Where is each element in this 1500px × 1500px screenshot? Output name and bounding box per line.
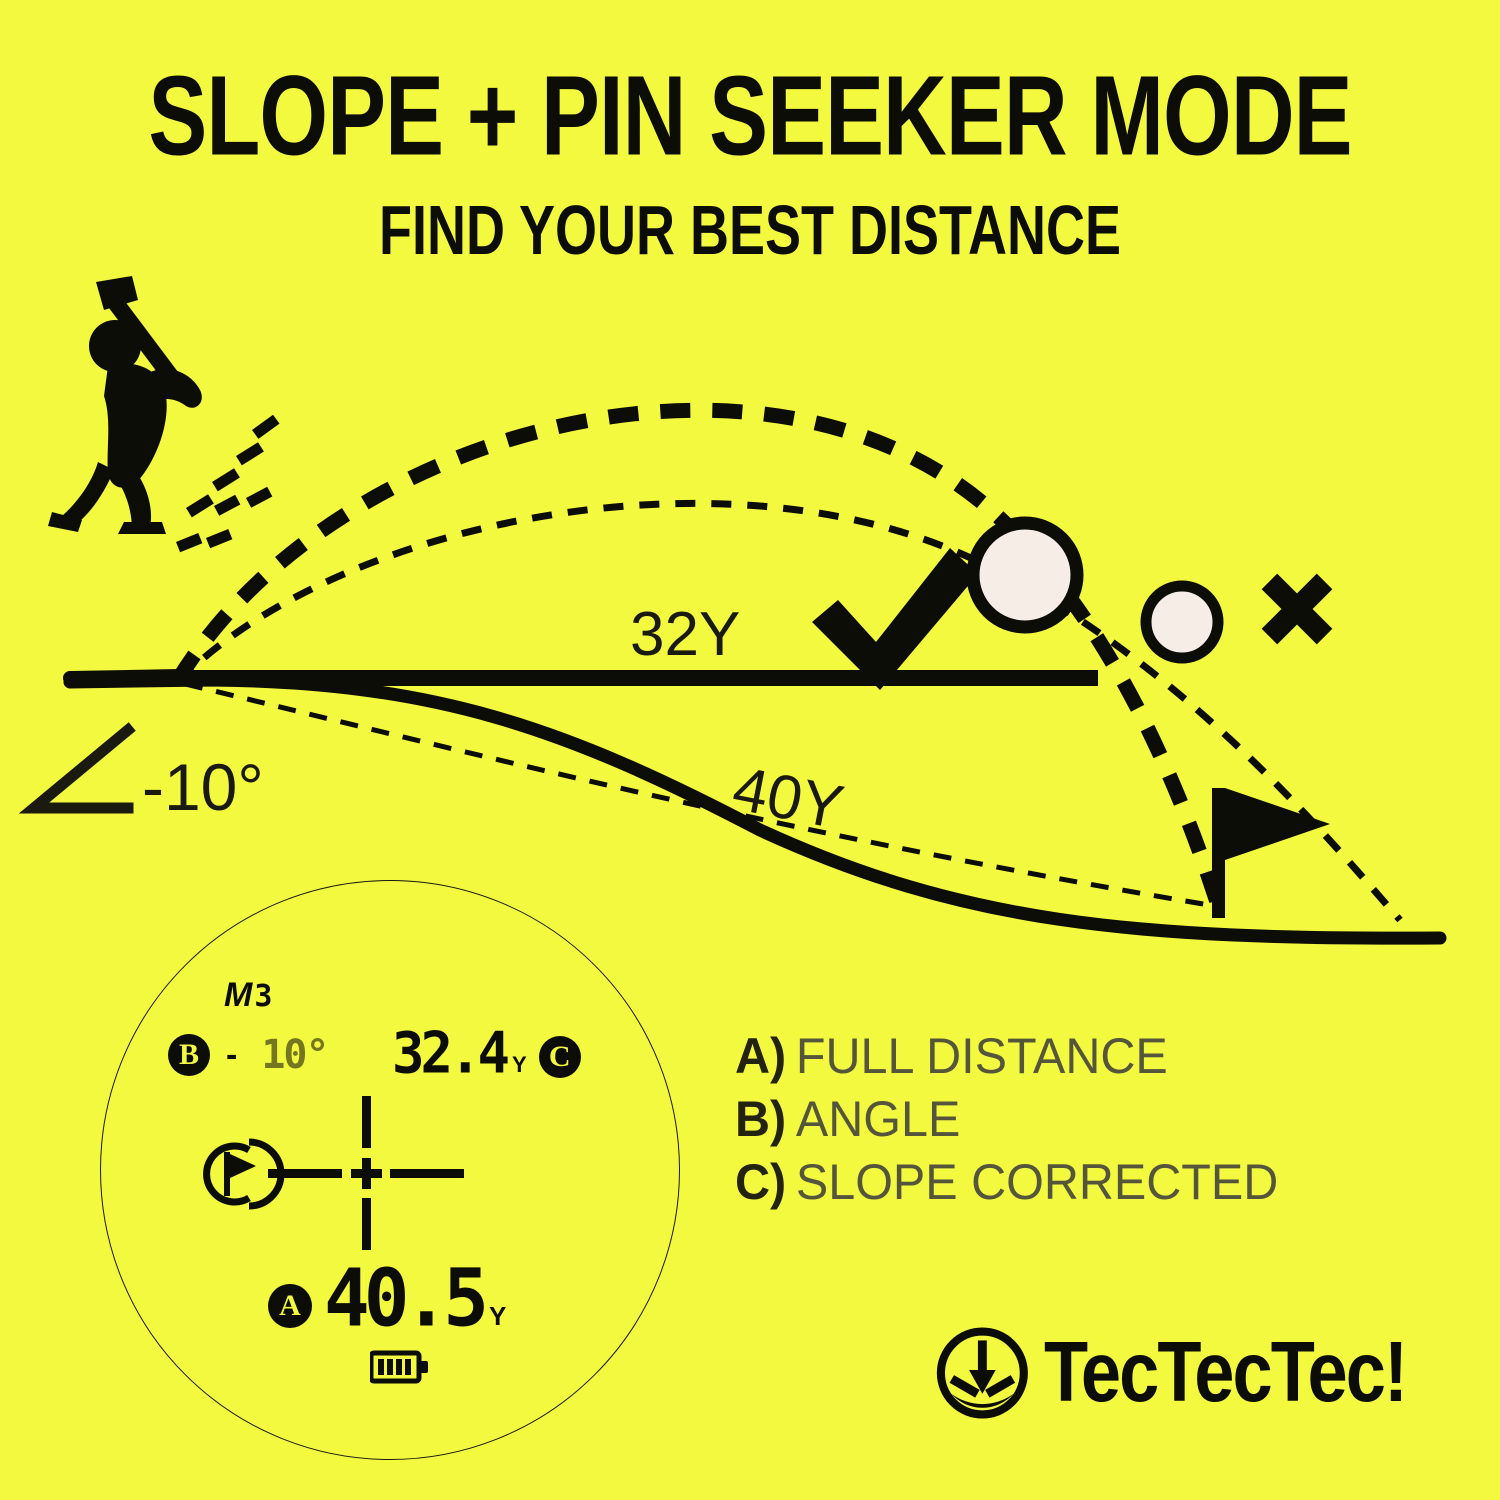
- angle-value: 10°: [261, 1032, 329, 1078]
- legend-text-b: ANGLE: [795, 1091, 961, 1147]
- brand-logo: TecTecTec!: [935, 1300, 1425, 1445]
- slope-corrected-value: 32.4: [392, 1020, 510, 1087]
- pin-seeker-flag-icon: [203, 1138, 285, 1210]
- golfer-silhouette: [48, 276, 202, 534]
- full-distance-readout-row: A 40.5 Y: [268, 1258, 507, 1338]
- cross-icon: [1261, 573, 1333, 645]
- legend-text-c: SLOPE CORRECTED: [795, 1154, 1279, 1210]
- battery-full-icon: [370, 1350, 428, 1384]
- brand-wordmark: TecTecTec!: [1043, 1324, 1408, 1421]
- slope-corrected-readout-row: 32.4 Y C: [392, 1020, 581, 1087]
- full-distance-value: 40.5: [324, 1250, 489, 1345]
- legend-item-c: C)SLOPE CORRECTED: [735, 1151, 1336, 1214]
- badge-a: A: [268, 1284, 312, 1328]
- scope-ring: [100, 880, 680, 1460]
- golf-ball-on-target: [966, 516, 1084, 634]
- header-block: SLOPE + PIN SEEKER MODE FIND YOUR BEST D…: [0, 52, 1500, 268]
- legend-item-a: A)FULL DISTANCE: [735, 1025, 1336, 1088]
- trajectory-diagram: 32Y 40Y -10°: [18, 276, 1447, 945]
- slope-corrected-unit: Y: [512, 1052, 527, 1077]
- mode-indicator: M3: [224, 976, 274, 1015]
- label-angle: -10°: [142, 750, 264, 824]
- terrain-slope-line: [63, 673, 1447, 945]
- impact-lines: [176, 414, 280, 553]
- line-of-sight-dashed: [184, 681, 1216, 909]
- angle-readout-row: B - 10°: [168, 1032, 330, 1078]
- legend-key-a: A): [735, 1028, 787, 1084]
- check-icon: [812, 548, 978, 690]
- trajectory-arc-corrected: [171, 402, 1226, 908]
- tee-ground-line: [63, 669, 187, 685]
- legend-key-c: C): [735, 1154, 787, 1210]
- mode-number: 3: [254, 979, 275, 1014]
- page-subtitle: FIND YOUR BEST DISTANCE: [378, 191, 1122, 269]
- legend-item-b: B)ANGLE: [735, 1088, 1336, 1151]
- full-distance-unit: Y: [489, 1301, 507, 1331]
- tectectec-emblem-icon: [936, 1326, 1028, 1419]
- mode-prefix: M: [224, 976, 255, 1014]
- golf-flag-icon: [1212, 788, 1330, 918]
- angle-indicator: -10°: [18, 722, 264, 824]
- rangefinder-scope: M3 B - 10° 32.4 Y C: [100, 880, 680, 1460]
- legend-key-b: B): [735, 1091, 787, 1147]
- angle-sign: -: [226, 1035, 238, 1074]
- lcd-display: M3 B - 10° 32.4 Y C: [100, 880, 680, 1460]
- angle-symbol-icon: [18, 722, 136, 814]
- page-title: SLOPE + PIN SEEKER MODE: [148, 52, 1352, 180]
- label-32y: 32Y: [630, 600, 740, 669]
- horizontal-distance-line: [178, 670, 1098, 686]
- trajectory-arc-overshoot: [175, 499, 1403, 923]
- legend-list: A)FULL DISTANCE B)ANGLE C)SLOPE CORRECTE…: [735, 1025, 1355, 1214]
- golf-ball-overshoot: [1140, 580, 1224, 664]
- badge-b: B: [168, 1034, 210, 1076]
- legend-text-a: FULL DISTANCE: [795, 1028, 1168, 1084]
- badge-c: C: [538, 1036, 581, 1078]
